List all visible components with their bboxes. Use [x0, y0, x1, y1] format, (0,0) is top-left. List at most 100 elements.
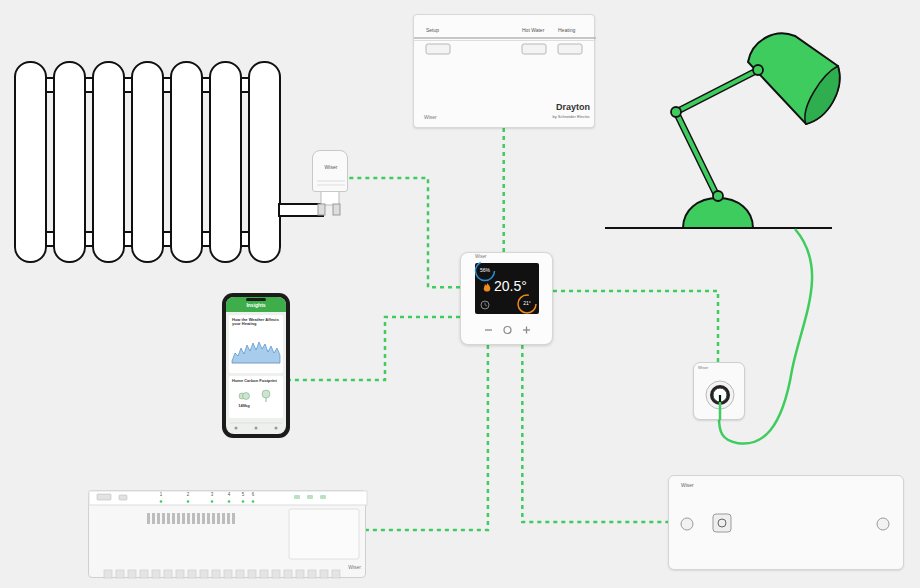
device-detail [461, 253, 554, 346]
device-detail-part [266, 398, 267, 402]
text-slot: 5 [242, 493, 245, 498]
text-slot: 149kg [238, 404, 249, 408]
lamp-arm-outline [676, 112, 717, 196]
lamp-joint [753, 65, 763, 75]
device-detail-part [177, 513, 180, 524]
device-detail-part [317, 181, 345, 182]
valve-collar [321, 190, 339, 205]
text-slot: Hot Water [522, 28, 544, 34]
desk-lamp [605, 34, 840, 444]
device-detail [313, 151, 349, 193]
device-detail-part [320, 495, 326, 499]
brand-logo: Drayton [556, 103, 590, 113]
device-detail-part [226, 297, 286, 312]
device-detail-part [242, 500, 245, 503]
device-detail-part [296, 570, 304, 578]
device-detail-part [307, 495, 313, 499]
zone-number: 6 [252, 493, 255, 498]
device-detail-part [226, 304, 286, 312]
zone-number: 4 [228, 493, 231, 498]
device-detail-part [172, 513, 175, 524]
valve-neck [318, 190, 340, 215]
device-detail-part [713, 514, 731, 532]
zone-number: 3 [211, 493, 214, 498]
device-detail-part [89, 491, 367, 505]
zone-number: 5 [242, 493, 245, 498]
humidity-reading: 56% [480, 268, 490, 274]
device-detail [89, 491, 367, 579]
device-detail-part [289, 509, 359, 559]
smart-plug: Wiser [693, 362, 745, 420]
device-detail-part [116, 570, 124, 578]
text-slot: How the Weather Affects your Heating [232, 318, 280, 327]
radiator-column [249, 62, 280, 262]
text-slot: Drayton [556, 103, 590, 113]
lamp-shade [748, 34, 840, 124]
setpoint-reading: 21° [523, 301, 531, 307]
text-slot: 3 [211, 493, 214, 498]
device-detail-part [320, 570, 328, 578]
brand-label: Wiser [475, 255, 487, 260]
text-slot: 4 [228, 493, 231, 498]
brand-label: Wiser [681, 483, 694, 489]
app-header: Insights [246, 303, 265, 309]
device-detail-part [187, 500, 190, 503]
device-detail-part [167, 513, 170, 524]
lamp-shade-opening [805, 66, 840, 124]
device-detail-part [176, 570, 184, 578]
smartphone-app: InsightsHow the Weather Affects your Hea… [222, 293, 290, 438]
device-detail-part [719, 395, 721, 402]
device-detail-part [718, 519, 726, 527]
device-detail-part [719, 395, 722, 420]
device-detail-part [147, 513, 150, 524]
button-label: Hot Water [522, 28, 544, 34]
brand-tagline: by Schneider Electric [552, 115, 590, 119]
device-detail-part [877, 518, 889, 530]
device-detail-part [426, 44, 450, 54]
wiring-centre: 123456Wiser [88, 490, 366, 578]
radiator [15, 62, 323, 262]
valve-stub [333, 204, 340, 215]
wireless-link [366, 345, 488, 530]
device-detail-part [558, 44, 582, 54]
card-title: Home Carbon Footprint [232, 379, 280, 383]
device-detail-part [475, 263, 539, 314]
text-slot: 56% [480, 268, 490, 274]
device-detail-part [284, 570, 292, 578]
radiator-valve: Wiser [312, 150, 348, 192]
device-detail-part [152, 513, 155, 524]
device-detail-part [504, 327, 511, 334]
device-detail-part [97, 494, 111, 500]
text-slot: Heating [558, 28, 575, 34]
text-slot: Wiser [325, 165, 338, 171]
text-slot: Wiser [424, 115, 437, 121]
room-thermostat: Wiser56%20.5°21° [460, 252, 553, 345]
device-detail-part [229, 315, 283, 373]
radiator-column [132, 62, 163, 262]
button-label: Heating [558, 28, 575, 34]
device-detail-part [308, 570, 316, 578]
lamp-arm [676, 112, 717, 196]
device-detail-part [710, 385, 730, 405]
wireless-link [522, 345, 668, 522]
device-detail-part [128, 570, 136, 578]
device-detail-part [230, 423, 282, 424]
brand-label: Wiser [698, 366, 708, 370]
radiator-column [93, 62, 124, 262]
device-detail-part [202, 513, 205, 524]
radiator-column [54, 62, 85, 262]
device-detail-part [317, 185, 345, 186]
device-detail-part [200, 570, 208, 578]
heat-hub: SetupHot WaterHeatingWiserDraytonby Schn… [413, 14, 595, 128]
lamp-base [683, 198, 753, 228]
brand-label: Wiser [424, 115, 437, 121]
valve-stub [318, 204, 325, 215]
device-detail-part [232, 363, 280, 364]
device-detail-part [248, 570, 256, 578]
device-detail [669, 476, 905, 571]
device-detail-part [182, 513, 185, 524]
device-detail-part [104, 570, 112, 578]
lamp-arm [676, 70, 758, 112]
text-slot: Wiser [475, 255, 487, 260]
device-detail-part [260, 570, 268, 578]
